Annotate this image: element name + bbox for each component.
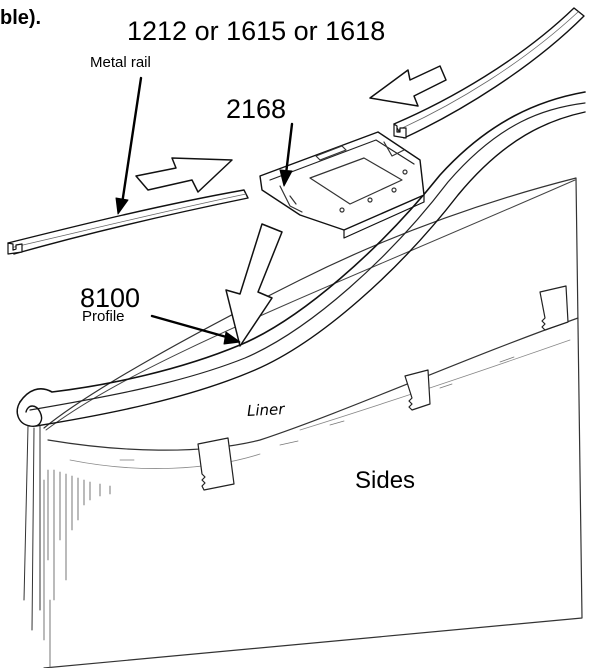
arrow-left: [369, 65, 447, 107]
connector-part-code: 2168: [226, 94, 287, 124]
sides-label: Sides: [355, 467, 416, 494]
wall-hatching: [43, 469, 111, 668]
metal-rail-left: [7, 189, 249, 255]
profile-label: Profile: [82, 308, 125, 325]
cut-off-caption-fragment: ble).: [0, 7, 42, 29]
arrows: [135, 65, 447, 347]
arrow-right: [135, 157, 233, 193]
pool-side-wall: [43, 177, 583, 668]
metal-rail-part-codes: 1212 or 1615 or 1618: [127, 16, 386, 46]
metal-rail-right: [393, 7, 585, 139]
liner-tape-pieces: [197, 285, 569, 491]
profile-8100-bar: [16, 91, 586, 631]
metal-rail-label: Metal rail: [90, 54, 151, 71]
profile-part-code: 8100: [80, 283, 141, 313]
liner-sheet: [47, 317, 579, 469]
arrow-down: [225, 223, 283, 347]
liner-label: Liner: [246, 400, 285, 420]
connector-2168: [259, 131, 425, 239]
leader-lines: [115, 76, 294, 345]
